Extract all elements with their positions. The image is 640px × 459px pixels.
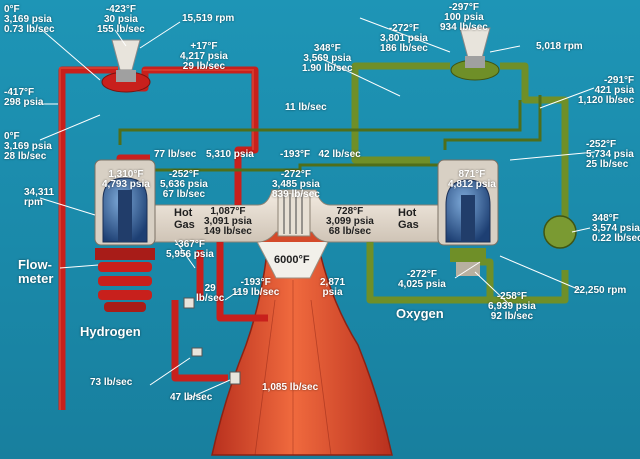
oxygen-bleed-lines [118,95,542,172]
ox-low-pump-rpm-label: 5,018 rpm [536,41,583,52]
low-pressure-fuel-pump [101,39,151,93]
flowmeter-label: Flow-meter [18,257,54,286]
leader-lines [39,17,596,401]
nozzle-tubes [254,280,332,456]
nozzle-bypass-label: 47 lb/sec [170,392,213,403]
coolant-pressure-label: 5,310 psia [206,149,254,160]
heat-exchanger [543,215,577,249]
nozzle-throat [254,237,331,279]
chamber-temp-label: 6000°F [274,254,310,266]
hydrogen-piping [58,66,268,410]
injector-posts [283,194,303,234]
coolant-flow-label: 77 lb/sec [154,149,197,160]
ox-turbine-rpm-label: 22,250 rpm [574,285,627,296]
ox-bleed-flow-label: 11 lb/sec [285,102,327,113]
oxygen-title: Oxygen [396,306,444,321]
fuel-turbopump [94,159,156,312]
fuel-bypass-label: 73 lb/sec [90,377,133,388]
hydrogen-piping-highlight [59,67,254,410]
valves [183,297,241,385]
nozzle-flow-label: 1,085 lb/sec [262,382,319,393]
coolant-return-label: -193°F 42 lb/sec [280,149,361,160]
hydrogen-title: Hydrogen [80,324,141,339]
low-pressure-ox-pump [450,27,500,81]
injector-core [277,191,311,237]
fuel-low-pump-rpm-label: 15,519 rpm [182,13,235,24]
